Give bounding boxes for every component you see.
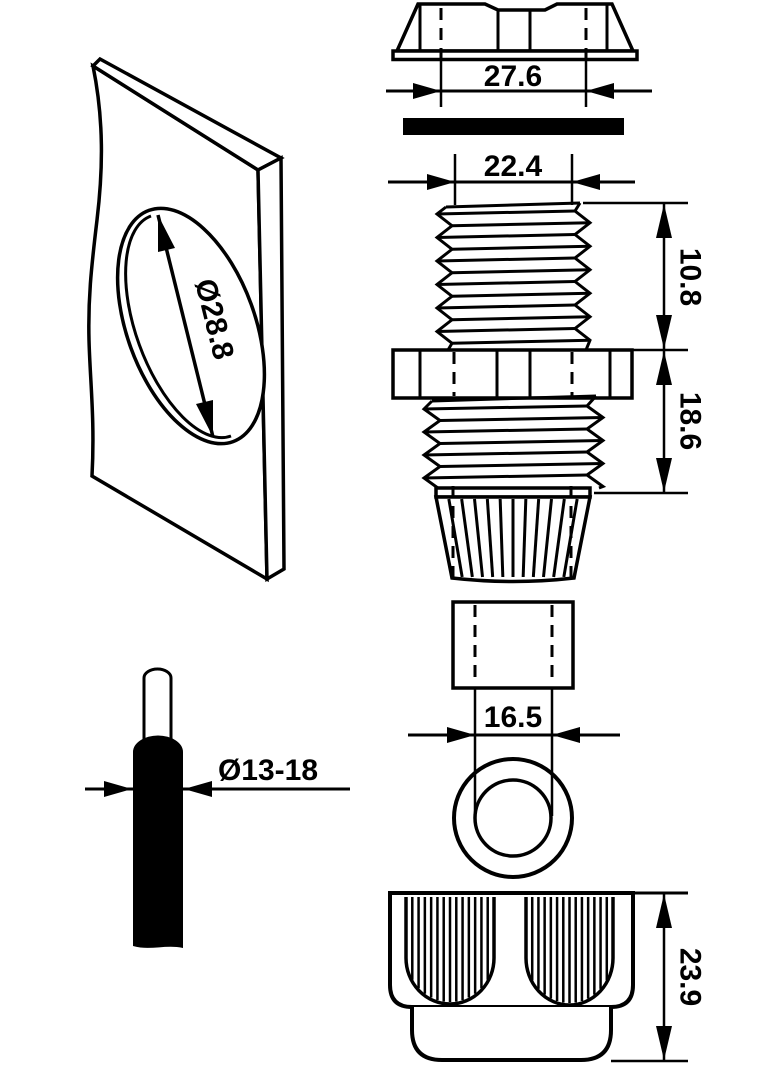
thread-left-edge xyxy=(434,205,455,351)
cone-finger-line xyxy=(460,498,474,578)
dimension-upper-thread-length: 10.8 xyxy=(583,201,707,352)
cone-finger-line xyxy=(521,498,528,578)
cable-dim-arrowhead-right xyxy=(184,781,212,797)
dome-cap xyxy=(388,891,688,1062)
dim-arrowhead xyxy=(552,727,580,743)
dim-arrowhead xyxy=(427,174,455,190)
thread-helix-line xyxy=(423,404,588,411)
panel-hole-ellipse xyxy=(115,206,267,446)
dim-arrowhead xyxy=(656,458,672,492)
hole-diameter-arrowhead-bottom xyxy=(196,400,213,437)
cap-knurl-patch-left xyxy=(404,897,496,1006)
clamping-cone-fingers xyxy=(447,498,579,578)
locknut-width-label: 27.6 xyxy=(484,60,542,93)
thread-helix-line xyxy=(436,327,576,333)
thread-helix-line xyxy=(436,209,576,216)
cone-finger-line xyxy=(485,498,495,578)
panel-side-face xyxy=(256,155,286,583)
thread-helix-line xyxy=(439,416,604,422)
cap-upper-shell xyxy=(388,891,635,1009)
dim-arrowhead xyxy=(656,315,672,349)
thread-helix-line xyxy=(451,315,591,322)
thread-left-edge xyxy=(421,399,443,491)
thread-helix-line xyxy=(436,303,576,310)
dim-arrowhead xyxy=(586,83,614,99)
insert-body xyxy=(451,600,575,690)
o-ring-inner xyxy=(473,778,553,858)
panel-hole-inner-edge xyxy=(124,214,232,440)
upper-thread-length-label: 10.8 xyxy=(674,248,707,306)
locknut-body xyxy=(394,2,636,53)
dimension-seal-inner-diameter: 16.5 xyxy=(408,688,620,816)
thread-helix-line xyxy=(423,473,588,480)
cable-diameter-label: Ø13-18 xyxy=(218,754,318,787)
thread-top-edge xyxy=(445,201,581,209)
lower-body-length-label: 18.6 xyxy=(674,392,707,450)
dimension-lower-body-length: 18.6 xyxy=(594,351,707,495)
dim-arrowhead xyxy=(656,351,672,385)
flat-gasket xyxy=(403,118,624,135)
lower-thread xyxy=(421,394,607,491)
cone-finger-line xyxy=(542,498,553,578)
thread-helix-line xyxy=(436,233,576,239)
thread-helix-line xyxy=(436,256,576,263)
hole-diameter-arrow-line xyxy=(156,214,215,438)
cone-finger-line xyxy=(552,498,566,578)
cable-dim-arrowhead-left xyxy=(104,781,132,797)
seal-inner-diameter-label: 16.5 xyxy=(484,701,542,734)
dim-arrowhead xyxy=(413,83,441,99)
mounting-panel: Ø28.8 xyxy=(87,56,286,583)
locknut xyxy=(391,2,639,62)
cap-flutes xyxy=(411,897,609,1003)
thread-right-edge xyxy=(572,202,593,351)
cap-skirt xyxy=(410,1007,613,1062)
thread-helix-line xyxy=(451,268,591,275)
dimension-locknut-width: 27.6 xyxy=(386,58,652,107)
cone-finger-line xyxy=(447,498,464,578)
thread-helix-line xyxy=(451,221,591,228)
thread-helix-line xyxy=(451,338,591,345)
dim-arrowhead xyxy=(447,727,475,743)
dim-arrowhead xyxy=(656,1026,672,1060)
locknut-flange xyxy=(391,49,639,62)
dimension-thread-od: 22.4 xyxy=(388,150,635,205)
hole-diameter-arrowhead-top xyxy=(158,215,175,252)
cone-finger-line xyxy=(498,498,505,578)
sealing-insert xyxy=(451,600,575,690)
dimension-cap-height: 23.9 xyxy=(611,894,707,1063)
thread-helix-line xyxy=(423,427,588,434)
o-ring-seal xyxy=(452,757,574,879)
cap-knurl-patch-right xyxy=(524,897,615,1007)
cone-finger-line xyxy=(473,498,484,578)
dim-arrowhead xyxy=(572,174,600,190)
thread-helix-line xyxy=(436,280,576,286)
cable: Ø13-18 xyxy=(85,667,350,948)
gland-body xyxy=(391,201,634,584)
body-hex-flange xyxy=(391,348,634,400)
upper-thread xyxy=(434,201,593,351)
cable-jacket-inner-ring xyxy=(137,740,179,768)
thread-od-label: 22.4 xyxy=(484,150,543,183)
thread-right-edge xyxy=(584,394,607,490)
thread-helix-line xyxy=(451,244,591,251)
thread-helix-line xyxy=(439,439,604,445)
thread-helix-line xyxy=(451,291,591,298)
dim-arrowhead xyxy=(656,894,672,928)
thread-top-edge xyxy=(431,394,597,403)
thread-helix-line xyxy=(439,462,604,468)
cone-finger-line xyxy=(531,498,541,578)
dim-arrowhead xyxy=(656,204,672,238)
thread-helix-line xyxy=(423,450,588,457)
cap-height-label: 23.9 xyxy=(674,948,707,1006)
